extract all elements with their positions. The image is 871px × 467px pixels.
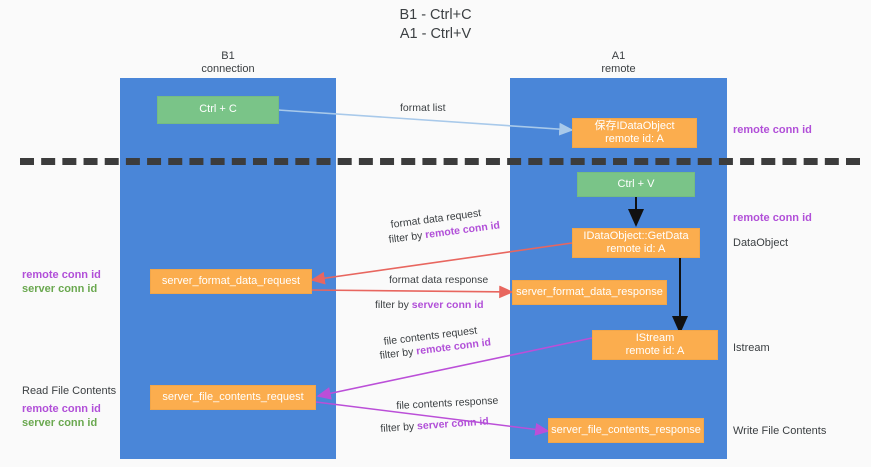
label-read-file-contents: Read File Contents [22, 385, 117, 397]
box-idataobject-getdata[interactable]: IDataObject::GetData remote id: A [572, 228, 700, 258]
box-ctrl-c[interactable]: Ctrl + C [157, 96, 279, 124]
label-remote-conn-id-mid: remote conn id [733, 212, 812, 224]
caption-format-data-response-filter: filter by server conn id [375, 299, 484, 312]
caption-file-contents-response-text: file contents response [396, 394, 499, 412]
label-istream: Istream [733, 342, 770, 354]
column-header-a1: A1 remote [601, 50, 636, 75]
box-ctrl-v[interactable]: Ctrl + V [577, 172, 695, 197]
box-server-file-contents-response[interactable]: server_file_contents_response [548, 418, 704, 443]
caption-file-contents-response: file contents response [396, 395, 499, 413]
box-server-format-data-request[interactable]: server_format_data_request [150, 269, 312, 294]
box-istream[interactable]: IStream remote id: A [592, 330, 718, 360]
label-left-server-conn-id: server conn id [22, 283, 98, 295]
page-title: B1 - Ctrl+C A1 - Ctrl+V [399, 7, 472, 42]
label-left-remote-conn-id: remote conn id [22, 269, 101, 281]
caption-format-list: format list [400, 102, 446, 114]
caption-file-contents-response-filter: filter by server conn id [380, 415, 489, 436]
filter-key-server-conn-id: server conn id [411, 299, 484, 311]
caption-format-data-response: format data response [389, 274, 489, 286]
label-left-server-conn-id-2: server conn id [22, 417, 98, 429]
filter-prefix: filter by [388, 229, 427, 246]
arrow-format-data-response [309, 285, 514, 299]
filter-key-server-conn-id: server conn id [416, 415, 490, 433]
phase-separator [20, 158, 860, 165]
box-save-idataobject[interactable]: 保存IDataObject remote id: A [572, 118, 697, 148]
label-dataobject: DataObject [733, 237, 789, 249]
label-left-remote-conn-id-2: remote conn id [22, 403, 101, 415]
label-remote-conn-id-top: remote conn id [733, 124, 812, 136]
box-server-file-contents-request[interactable]: server_file_contents_request [150, 385, 316, 410]
filter-prefix: filter by [375, 299, 412, 311]
box-server-format-data-response[interactable]: server_format_data_response [512, 280, 667, 305]
filter-prefix: filter by [380, 420, 418, 435]
column-header-b1: B1 connection [201, 50, 255, 75]
label-write-file-contents: Write File Contents [733, 425, 827, 437]
